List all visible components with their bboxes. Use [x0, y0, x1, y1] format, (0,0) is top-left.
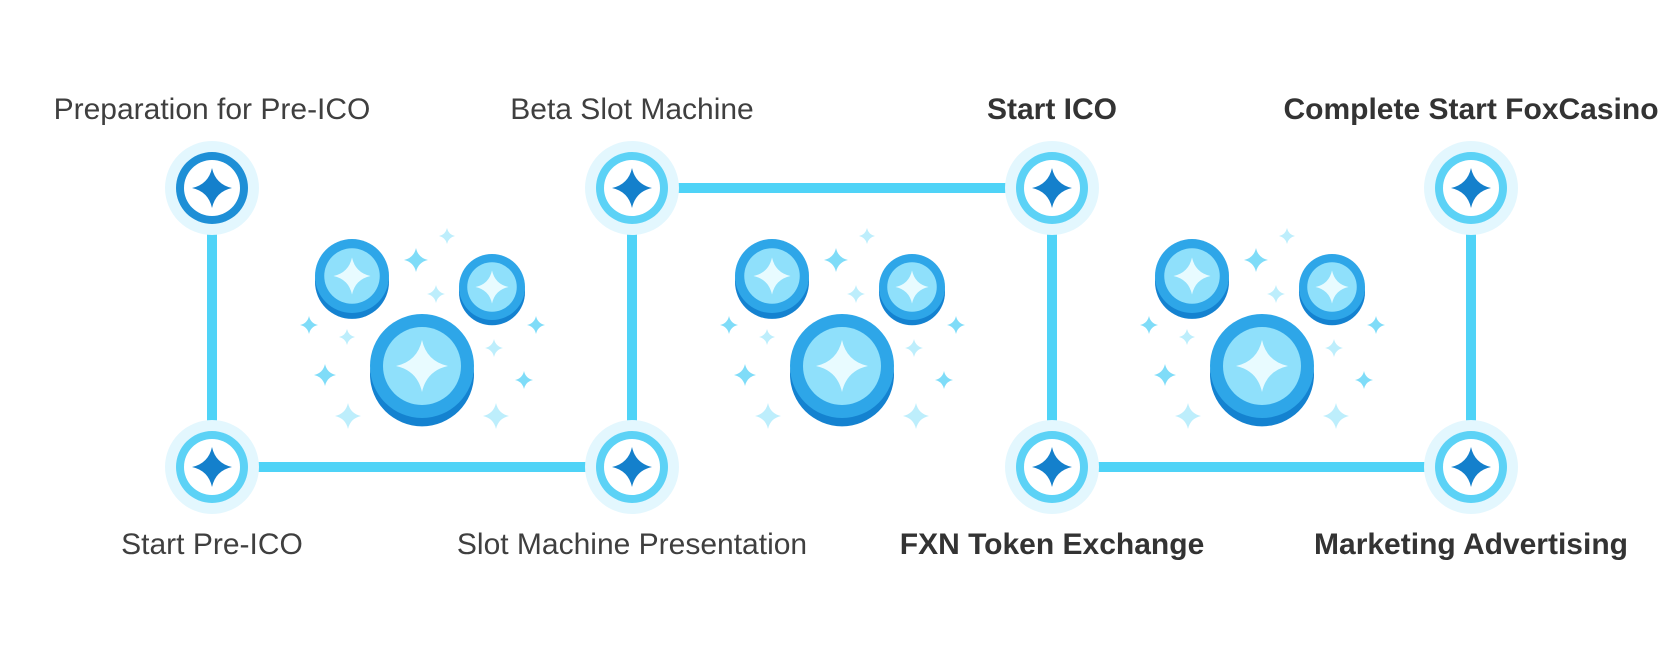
coin-star-icon	[396, 340, 448, 392]
sparkle-icon	[515, 371, 533, 389]
milestone-label-start-pre-ico: Start Pre-ICO	[121, 528, 303, 561]
sparkle-icon	[483, 403, 509, 429]
sparkle-icon	[335, 403, 361, 429]
coin-star-icon	[753, 257, 791, 295]
sparkle-icon	[1140, 316, 1158, 334]
coin-small-right	[459, 254, 525, 326]
sparkle-icon	[1325, 339, 1343, 357]
coin-star-icon	[816, 340, 868, 392]
milestone-node	[1005, 420, 1099, 514]
coin-cluster-icon	[720, 228, 965, 429]
coin-star-icon	[895, 270, 929, 304]
sparkle-icon	[1267, 285, 1285, 303]
milestone-label-token-exchange: FXN Token Exchange	[899, 528, 1205, 561]
coin-star-icon	[1173, 257, 1211, 295]
star-icon	[1451, 168, 1491, 208]
coin-small-right	[1299, 254, 1365, 326]
sparkle-icon	[1367, 316, 1385, 334]
milestone-label-beta-slot: Beta Slot Machine	[510, 93, 754, 126]
sparkle-icon	[824, 248, 848, 272]
coin-small-left	[735, 239, 809, 319]
coin-star-icon	[1315, 270, 1349, 304]
sparkle-icon	[935, 371, 953, 389]
coin-star-icon	[333, 257, 371, 295]
coin-small-right	[879, 254, 945, 326]
coin-large	[1210, 314, 1314, 427]
sparkle-icon	[947, 316, 965, 334]
coin-cluster-icon	[1140, 228, 1385, 429]
milestone-label-marketing: Marketing Advertising	[1314, 528, 1628, 561]
sparkle-icon	[759, 329, 775, 345]
sparkle-icon	[314, 364, 336, 386]
star-icon	[612, 168, 652, 208]
coin-cluster-icon	[300, 228, 545, 429]
coin-small-left	[315, 239, 389, 319]
star-icon	[1451, 447, 1491, 487]
milestone-node	[585, 420, 679, 514]
sparkle-icon	[1179, 329, 1195, 345]
sparkle-icon	[859, 228, 875, 244]
sparkle-icon	[903, 403, 929, 429]
milestone-label-start-ico: Start ICO	[986, 93, 1118, 126]
coin-star-icon	[1236, 340, 1288, 392]
sparkle-icon	[439, 228, 455, 244]
sparkle-icon	[404, 248, 428, 272]
sparkle-icon	[1244, 248, 1268, 272]
milestone-node	[1424, 141, 1518, 235]
milestone-node	[585, 141, 679, 235]
milestone-node	[165, 141, 259, 235]
sparkle-icon	[1154, 364, 1176, 386]
star-icon	[612, 447, 652, 487]
sparkle-icon	[905, 339, 923, 357]
star-icon	[1032, 447, 1072, 487]
coin-large	[790, 314, 894, 427]
star-icon	[192, 447, 232, 487]
sparkle-icon	[1355, 371, 1373, 389]
sparkle-icon	[847, 285, 865, 303]
coin-star-icon	[475, 270, 509, 304]
star-icon	[1032, 168, 1072, 208]
sparkle-icon	[339, 329, 355, 345]
sparkle-icon	[1323, 403, 1349, 429]
milestone-node	[1005, 141, 1099, 235]
milestone-label-preparation: Preparation for Pre-ICO	[53, 93, 371, 126]
sparkle-icon	[720, 316, 738, 334]
milestone-node	[1424, 420, 1518, 514]
sparkle-icon	[755, 403, 781, 429]
sparkle-icon	[485, 339, 503, 357]
sparkle-icon	[300, 316, 318, 334]
sparkle-icon	[1279, 228, 1295, 244]
star-icon	[192, 168, 232, 208]
sparkle-icon	[527, 316, 545, 334]
milestone-label-slot-presentation: Slot Machine Presentation	[456, 528, 808, 561]
sparkle-icon	[734, 364, 756, 386]
coin-small-left	[1155, 239, 1229, 319]
sparkle-icon	[1175, 403, 1201, 429]
coin-large	[370, 314, 474, 427]
milestone-label-complete-start: Complete Start FoxCasino	[1283, 93, 1659, 126]
milestone-node	[165, 420, 259, 514]
sparkle-icon	[427, 285, 445, 303]
